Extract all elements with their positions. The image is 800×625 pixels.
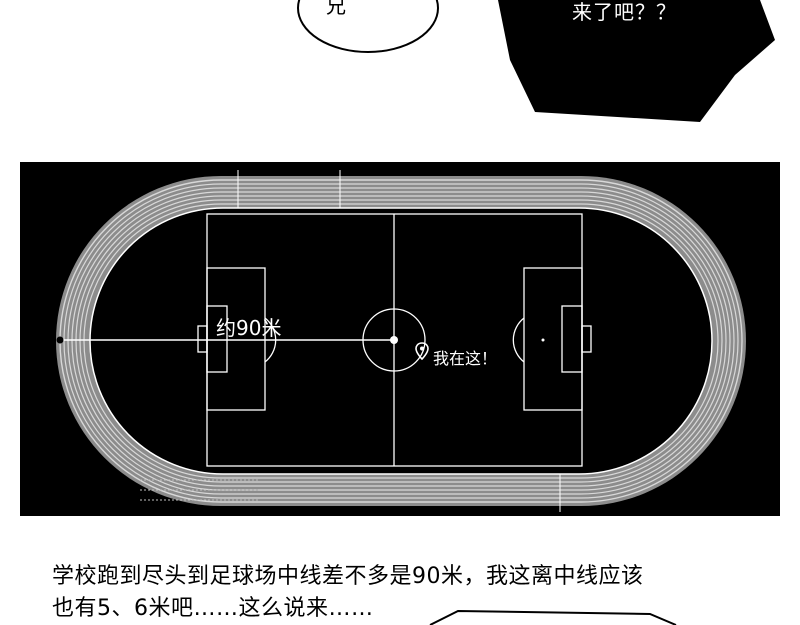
distance-start-dot bbox=[56, 336, 64, 344]
right-penalty-spot bbox=[541, 338, 545, 342]
bubble-left-text: 兄 bbox=[326, 0, 346, 18]
distance-label: 约90米 bbox=[216, 316, 282, 340]
speech-bubble-bottom bbox=[429, 609, 677, 625]
speech-bubble-left bbox=[297, 0, 439, 53]
caption-line-1: 学校跑到尽头到足球场中线差不多是90米，我这离中线应该 bbox=[52, 564, 644, 589]
right-penalty-arc bbox=[512, 317, 525, 363]
left-goal bbox=[197, 325, 208, 353]
bubble-right-text: 来了吧？？ bbox=[572, 0, 677, 24]
speech-bubble-right bbox=[498, 0, 775, 122]
center-dot bbox=[390, 336, 398, 344]
right-goal bbox=[581, 325, 592, 353]
running-track bbox=[56, 170, 746, 512]
map-pin-icon bbox=[415, 342, 429, 361]
location-label: 我在这！ bbox=[433, 349, 498, 368]
caption-line-2: 也有5、6米吧……这么说来…… bbox=[52, 596, 374, 621]
